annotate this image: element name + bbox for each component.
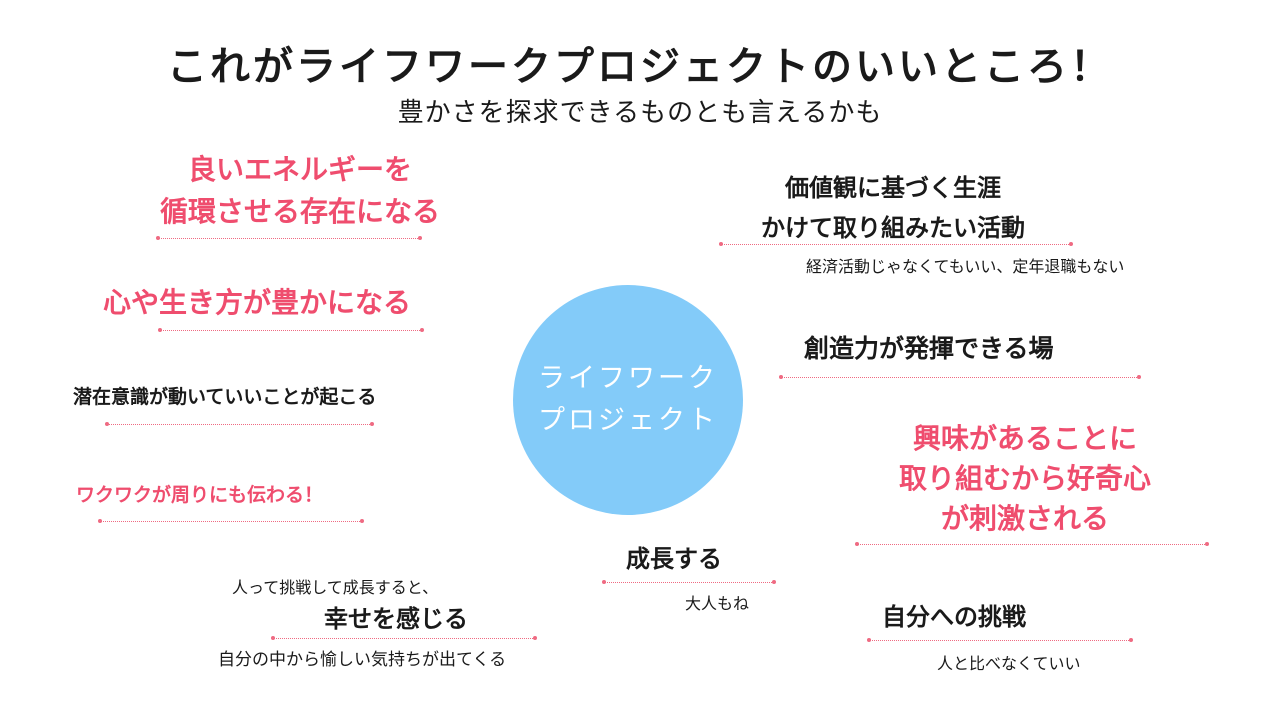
underline-rich-life [158,328,424,332]
page-title: これがライフワークプロジェクトのいいところ！ [167,44,1113,90]
item-lifelong-line2: かけて取り組みたい活動 [761,214,1025,242]
center-circle: ライフワーク プロジェクト [513,285,743,515]
underline-happiness [271,636,537,640]
item-lifelong-note: 経済活動じゃなくてもいい、定年退職もない [806,257,1125,276]
item-happiness-note: 自分の中から愉しい気持ちが出てくる [218,650,507,670]
item-happiness-main: 幸せを感じる [324,605,468,633]
item-challenge-note: 人と比べなくていい [937,654,1081,673]
item-excitement: ワクワクが周りにも伝わる！ [76,484,324,506]
item-good-energy: 良いエネルギーを 循環させる存在になる [140,149,460,233]
item-subconscious: 潜在意識が動いていいことが起こる [73,386,377,408]
item-curiosity-line3: が刺激される [940,502,1109,535]
item-rich-life: 心や生き方が豊かになる [103,286,412,319]
underline-challenge [867,638,1133,642]
item-curiosity-line2: 取り組むから好奇心 [898,462,1151,495]
center-label-line2: プロジェクト [538,405,718,436]
item-good-energy-line2: 循環させる存在になる [159,195,440,228]
page-subtitle: 豊かさを探求できるものとも言えるかも [397,98,883,128]
item-happiness-pre: 人って挑戦して成長すると、 [232,578,439,597]
underline-creativity [779,375,1141,379]
underline-growth [602,580,776,584]
center-label-line1: ライフワーク [538,363,718,394]
item-lifelong: 価値観に基づく生涯 かけて取り組みたい活動 [728,168,1058,248]
item-good-energy-line1: 良いエネルギーを [187,153,412,186]
underline-subconscious [105,422,374,426]
underline-good-energy [156,236,422,240]
underline-excitement [98,519,364,523]
item-curiosity: 興味があることに 取り組むから好奇心 が刺激される [880,419,1170,539]
item-growth-main: 成長する [626,545,722,573]
underline-curiosity [855,542,1209,546]
item-creativity: 創造力が発揮できる場 [804,334,1054,363]
underline-lifelong [719,242,1073,246]
item-curiosity-line1: 興味があることに [912,422,1137,455]
item-lifelong-line1: 価値観に基づく生涯 [785,174,1001,202]
item-growth-note: 大人もね [685,594,750,613]
item-challenge-main: 自分への挑戦 [882,603,1026,631]
